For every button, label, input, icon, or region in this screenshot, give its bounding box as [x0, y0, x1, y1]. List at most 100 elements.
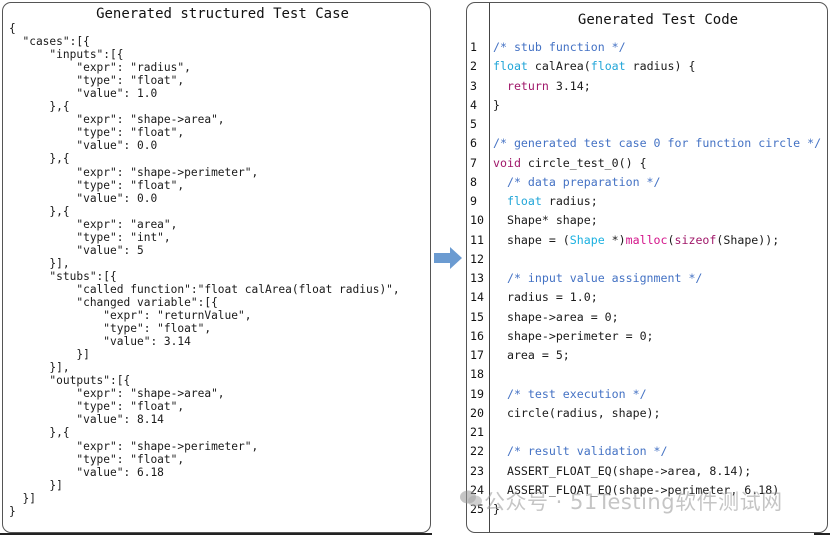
- code-line: 19 /* test execution */: [467, 385, 827, 404]
- wechat-icon: [460, 490, 482, 507]
- code-token: shape->perimeter = 0;: [493, 328, 654, 343]
- code-token: calArea(: [527, 59, 591, 74]
- watermark-text: 公众号 · 51Testing软件测试网: [484, 490, 783, 514]
- code-token: /* result validation */: [493, 444, 668, 459]
- line-number: 4: [470, 97, 477, 112]
- code-line: 16 shape->perimeter = 0;: [467, 327, 827, 346]
- code-line: 12: [467, 250, 827, 269]
- code-token: /* input value assignment */: [493, 271, 703, 285]
- line-number: 8: [470, 174, 477, 189]
- code-line: 8 /* data preparation */: [467, 173, 827, 192]
- code-token: sizeof: [674, 232, 717, 247]
- code-token: circle_test_0() {: [520, 155, 647, 170]
- code-line: 13 /* input value assignment */: [467, 269, 827, 288]
- code-line: 14 radius = 1.0;: [467, 288, 827, 307]
- line-number: 1: [470, 40, 477, 54]
- code-token: return: [506, 78, 549, 93]
- code-line: 9 float radius;: [467, 192, 827, 211]
- code-token: radius;: [541, 194, 598, 208]
- code-text: /* input value assignment */: [493, 269, 702, 288]
- line-number: 3: [470, 78, 477, 93]
- code-text: ASSERT_FLOAT_EQ(shape->area, 8.14);: [493, 462, 751, 481]
- code-token: shape->area = 0;: [493, 309, 619, 324]
- line-number: 19: [470, 386, 484, 401]
- code-text: void circle_test_0() {: [493, 154, 647, 173]
- code-line: 22 /* result validation */: [467, 442, 827, 461]
- code-text: Shape* shape;: [493, 211, 598, 230]
- code-line: 18: [467, 365, 827, 384]
- code-text: /* result validation */: [493, 442, 668, 461]
- code-text: }: [493, 500, 500, 519]
- code-text: area = 5;: [493, 346, 570, 365]
- code-token: (: [667, 232, 675, 247]
- code-token: }: [493, 97, 500, 112]
- code-text: shape->area = 0;: [493, 308, 619, 327]
- code-line: 24 ASSERT_FLOAT_EQ(shape->perimeter, 6.1…: [467, 481, 827, 500]
- code-token: float: [506, 194, 542, 208]
- line-number: 10: [470, 213, 484, 228]
- line-number: 18: [470, 367, 484, 382]
- test-case-json: { "cases":[{ "inputs":[{ "expr": "radius…: [9, 22, 400, 518]
- code-text: radius = 1.0;: [493, 288, 598, 307]
- code-text: }: [493, 96, 500, 115]
- code-token: ASSERT_FLOAT_EQ(shape->perimeter, 6.18): [493, 482, 780, 497]
- code-token: [493, 194, 507, 208]
- code-text: ASSERT_FLOAT_EQ(shape->perimeter, 6.18): [493, 481, 779, 500]
- code-token: [493, 79, 507, 93]
- panel-title: Generated Test Code: [577, 12, 739, 28]
- code-token: float: [493, 59, 528, 74]
- code-token: ASSERT_FLOAT_EQ(shape->area, 8.14);: [493, 463, 752, 478]
- code-token: 3.14;: [548, 78, 591, 93]
- line-number: 6: [470, 136, 477, 151]
- line-number: 9: [470, 194, 477, 208]
- code-token: (Shape));: [716, 232, 780, 247]
- code-token: /* stub function */: [493, 40, 626, 54]
- code-text: float calArea(float radius) {: [493, 57, 695, 76]
- line-number: 12: [470, 251, 484, 266]
- code-line: 11 shape = (Shape *)malloc(sizeof(Shape)…: [467, 231, 827, 250]
- line-number: 7: [470, 155, 477, 170]
- code-token: float: [590, 59, 626, 74]
- line-number: 22: [470, 444, 484, 459]
- code-line: 2 float calArea(float radius) {: [467, 57, 827, 76]
- generated-test-code-panel: Generated Test Code 1 /* stub function */…: [466, 2, 828, 533]
- code-line: 15 shape->area = 0;: [467, 308, 827, 327]
- line-number: 14: [470, 290, 484, 305]
- code-text: /* test execution */: [493, 385, 647, 404]
- line-number: 21: [470, 425, 484, 439]
- code-token: Shape: [569, 232, 605, 247]
- code-token: /* test execution */: [493, 386, 647, 401]
- code-text: return 3.14;: [493, 77, 591, 96]
- code-token: circle(radius, shape);: [493, 405, 661, 420]
- code-line: 21: [467, 423, 827, 442]
- code-line: 6/* generated test case 0 for function c…: [467, 134, 827, 153]
- line-number: 13: [470, 271, 484, 285]
- right-arrow-icon: [434, 247, 462, 269]
- line-number: 2: [470, 59, 477, 74]
- code-token: /* data preparation */: [493, 174, 661, 189]
- line-number: 5: [470, 117, 477, 131]
- line-number: 23: [470, 463, 484, 478]
- code-line: 3 return 3.14;: [467, 77, 827, 96]
- code-token: Shape* shape;: [493, 213, 598, 228]
- code-token: void: [493, 155, 521, 170]
- code-token: area = 5;: [493, 348, 570, 362]
- code-token: radius = 1.0;: [493, 290, 598, 305]
- line-number: 17: [470, 348, 484, 362]
- code-token: }: [493, 502, 500, 516]
- line-number-gutter: [467, 3, 490, 532]
- code-line: 7 void circle_test_0() {: [467, 154, 827, 173]
- code-text: /* stub function */: [493, 38, 626, 57]
- line-number: 15: [470, 309, 484, 324]
- divider: [814, 533, 830, 535]
- code-line: 10 Shape* shape;: [467, 211, 827, 230]
- code-line: 23 ASSERT_FLOAT_EQ(shape->area, 8.14);: [467, 462, 827, 481]
- code-line: 5: [467, 115, 827, 134]
- line-number: 20: [470, 405, 484, 420]
- code-line: 1 /* stub function */: [467, 38, 827, 57]
- code-text: shape = (Shape *)malloc(sizeof(Shape));: [493, 231, 779, 250]
- code-line: 20 circle(radius, shape);: [467, 404, 827, 423]
- code-token: shape = (: [493, 232, 570, 247]
- code-token: radius) {: [625, 59, 696, 74]
- code-text: float radius;: [493, 192, 598, 211]
